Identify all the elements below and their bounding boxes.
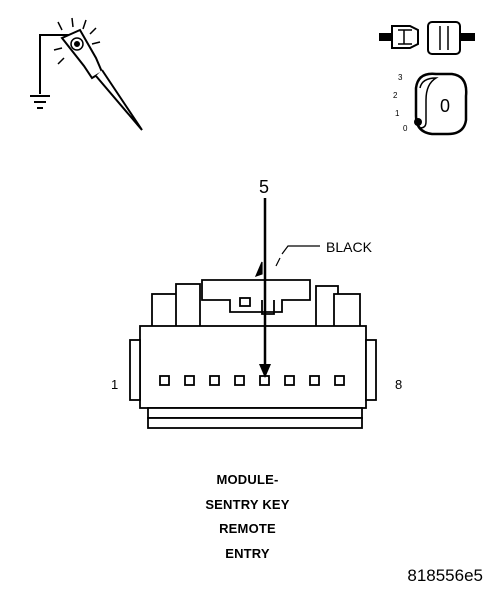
test-probe-icon: [39, 17, 143, 131]
pin-cavity-7: [309, 375, 320, 386]
pin-cavity-2: [184, 375, 195, 386]
caption-line-1: MODULE-: [216, 472, 279, 487]
pin-callout-label: 5: [259, 177, 269, 197]
pin-cavities: [159, 375, 345, 386]
caption-line-2: SENTRY KEY: [205, 497, 290, 512]
pin-cavity-5: [259, 375, 270, 386]
ignition-switch-icon: 0 3 2 1 0: [393, 72, 468, 136]
ground-symbol-icon: [30, 95, 50, 109]
ignition-position-3: 3: [398, 73, 403, 82]
caption-line-3: REMOTE: [219, 521, 276, 536]
pin-range-last: 8: [395, 377, 402, 392]
pin-cavity-3: [209, 375, 220, 386]
ignition-position-1: 1: [395, 109, 400, 118]
disconnect-connector-icon: [379, 21, 475, 55]
caption-line-4: ENTRY: [225, 546, 270, 561]
pin-cavity-1: [159, 375, 170, 386]
pin-range-first: 1: [111, 377, 118, 392]
pin-cavity-8: [334, 375, 345, 386]
ignition-position-2: 2: [393, 91, 398, 100]
pin-cavity-4: [234, 375, 245, 386]
wire-color-leader: [254, 245, 320, 277]
wire-color-label: BLACK: [326, 239, 373, 255]
pin-cavity-6: [284, 375, 295, 386]
pin-callout-arrow: [259, 198, 271, 378]
connector-body: [129, 279, 377, 429]
ignition-key-glyph: 0: [440, 96, 450, 116]
ignition-position-0: 0: [403, 124, 408, 133]
figure-id: 818556e5: [407, 566, 483, 585]
